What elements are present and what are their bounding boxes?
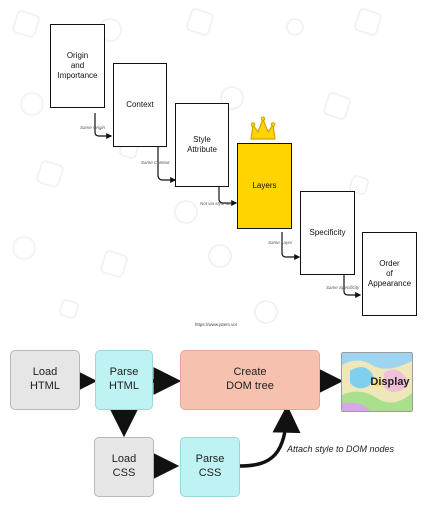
flow-node-load-html: Load HTML <box>10 350 80 410</box>
cascade-step-connector <box>281 232 301 260</box>
cascade-note-same-layer: Same Layer <box>268 240 293 245</box>
cascade-step-specificity: Specificity <box>300 191 355 275</box>
flow-node-create-dom-tree: Create DOM tree <box>180 350 320 410</box>
cascade-step-connector <box>94 113 113 139</box>
attach-style-annotation: Attach style to DOM nodes <box>287 444 395 454</box>
cascade-step-connector <box>157 144 177 183</box>
display-thumbnail <box>341 352 413 412</box>
source-link[interactable]: https://www.jstem.vo/ <box>194 322 238 327</box>
cascade-note-same-specificity: Same Specificity <box>326 285 360 290</box>
cascade-step-layers: Layers <box>237 143 292 229</box>
flow-arrow-parse-css-to-dom <box>239 404 301 468</box>
cascade-step-connector <box>343 270 362 298</box>
cascade-step-style-attribute: Style Attribute <box>175 103 229 187</box>
flow-node-load-css: Load CSS <box>94 437 154 497</box>
map-image-icon <box>342 353 412 411</box>
cascade-step-origin: Origin and Importance <box>50 24 105 108</box>
cascade-step-context: Context <box>113 63 167 147</box>
cascade-note-same-origin: Same Origin <box>80 125 106 130</box>
cascade-step-connector <box>218 181 238 206</box>
flow-node-display: Display <box>370 376 410 388</box>
flow-node-parse-css: Parse CSS <box>180 437 240 497</box>
cascade-step-order-of-appearance: Order of Appearance <box>362 232 417 316</box>
flow-node-parse-html: Parse HTML <box>95 350 153 410</box>
cascade-note-not-via-style-attr: Not via style attr <box>200 201 233 206</box>
crown-icon <box>250 116 276 140</box>
cascade-note-same-context: Same Context <box>141 160 170 165</box>
